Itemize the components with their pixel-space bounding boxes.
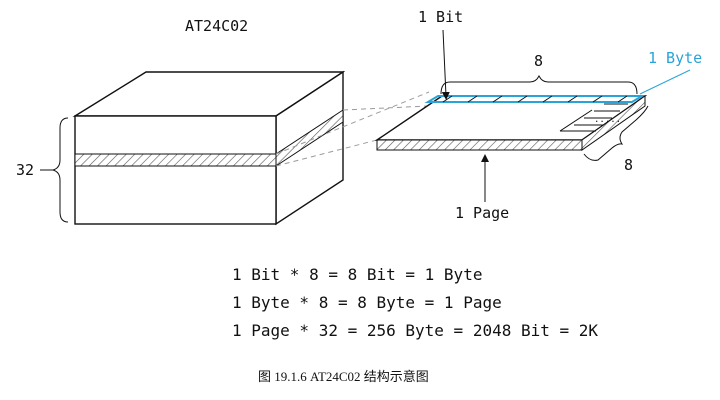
equation-byte-to-page: 1 Byte * 8 = 8 Byte = 1 Page — [232, 293, 502, 312]
equations: 1 Bit * 8 = 8 Bit = 1 Byte 1 Byte * 8 = … — [232, 265, 598, 340]
byte-row — [424, 95, 646, 103]
page-label: 1 Page — [455, 204, 509, 222]
equation-page-to-chip: 1 Page * 32 = 256 Byte = 2048 Bit = 2K — [232, 321, 598, 340]
figure-caption: 图 19.1.6 AT24C02 结构示意图 — [258, 369, 429, 384]
page-slab: ..... — [374, 95, 648, 151]
bytes-brace — [583, 105, 649, 161]
equation-bit-to-byte: 1 Bit * 8 = 8 Bit = 1 Byte — [232, 265, 482, 284]
chip-title: AT24C02 — [185, 17, 248, 35]
width-bits-label: 8 — [534, 52, 543, 70]
depth-bytes-label: 8 — [624, 156, 633, 174]
memory-block — [72, 70, 346, 226]
pages-brace — [51, 117, 69, 223]
byte-label: 1 Byte — [648, 49, 702, 67]
bit-label: 1 Bit — [418, 8, 463, 26]
svg-text:.....: ..... — [594, 115, 621, 125]
page-layer — [74, 109, 344, 167]
bit-arrow — [441, 29, 450, 100]
byte-pointer — [639, 69, 691, 95]
bits-brace — [440, 74, 638, 95]
pages-count-label: 32 — [16, 161, 34, 179]
